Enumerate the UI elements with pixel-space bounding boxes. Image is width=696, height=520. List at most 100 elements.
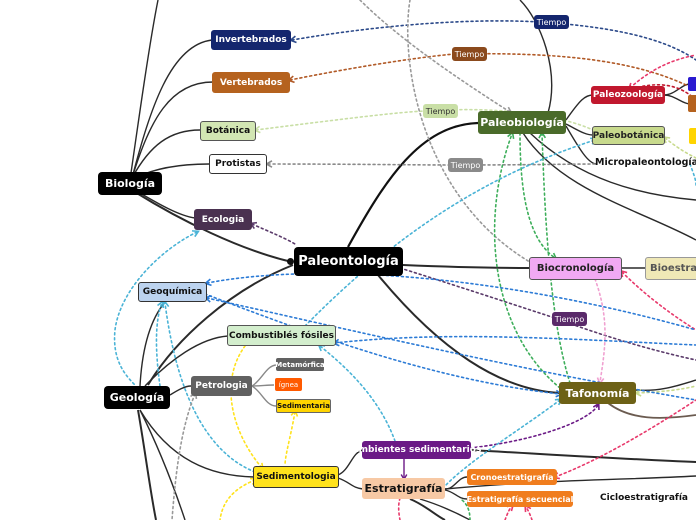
node-edge-stub-1 (688, 77, 696, 91)
edge-geologia-petrologia (169, 385, 192, 396)
node-estratigrafia-secuencial[interactable]: Estratigrafía secuencial (467, 491, 573, 507)
edge-label-tiempo: Tiempo (448, 158, 483, 172)
rel-top-paleobiologia (359, 0, 513, 114)
node-invertebrados[interactable]: Invertebrados (211, 30, 291, 50)
edge-geologia-combustibles (144, 335, 229, 387)
node-biocronologia[interactable]: Biocronología (529, 257, 622, 280)
edge-paleobiologia-top (519, 0, 553, 114)
rel-paleontologia-tafonomia-tiempo (399, 267, 696, 361)
node-biologia[interactable]: Biología (98, 172, 162, 195)
rel-biocronologia-tafonomia (594, 278, 606, 386)
rel-geoquimica-right (203, 272, 696, 331)
node-ignea[interactable]: ígnea (275, 378, 302, 391)
edge-ambientes-right (469, 449, 696, 463)
edge-estratigrafia-bottom (409, 498, 446, 520)
edge-biologia-vertebrados (131, 81, 214, 179)
node-geoquimica[interactable]: Geoquímica (138, 282, 207, 302)
rel-protistas-micropaleo (264, 160, 596, 168)
edge-petrologia-metamorfica (251, 364, 277, 387)
edge-petrologia-ignea (251, 384, 275, 387)
node-petrologia[interactable]: Petrologia (191, 376, 252, 396)
edge-geologia-sedimentologia (139, 409, 255, 478)
node-botanica[interactable]: Botánica (200, 121, 256, 141)
rel-estratigrafia-bottom-pink-2 (504, 503, 515, 520)
edge-tafonomia-right-2 (635, 379, 696, 392)
rel-combustibles-sedimentologia (230, 345, 265, 471)
edge-biologia-top (129, 0, 159, 181)
rel-invertebrados-tiempo (288, 20, 696, 61)
rel-sedimentologia-bottom (219, 477, 258, 520)
edge-paleobiologia-paleozoologia (565, 94, 594, 121)
edge-estratigrafia-secuencial (444, 489, 468, 500)
node-edge-stub-3 (689, 128, 696, 144)
edge-estratigrafia-right (444, 475, 696, 490)
rel-estratigrafia-bottom-green (461, 499, 471, 520)
node-cicloestratigrafia[interactable]: Cicloestratigrafía (600, 493, 688, 503)
edge-sedimentologia-ambientes (337, 449, 364, 476)
edge-tafonomia-right (607, 402, 696, 419)
edge-paleobiologia-right (522, 132, 696, 241)
node-estratigrafia[interactable]: Estratigrafía (362, 478, 445, 499)
node-micropaleontologia[interactable]: Micropaleontología (595, 157, 696, 168)
node-paleobotanica[interactable]: Paleobotánica (592, 126, 665, 145)
edge-label-tiempo: Tiempo (423, 104, 458, 118)
rel-tafonomia-paleobiologia (493, 130, 561, 389)
edge-geologia-bottom-2 (139, 409, 186, 520)
rel-biocronologia-right (619, 269, 696, 331)
edge-geologia-bottom (137, 409, 157, 520)
edge-paleobiologia-paleobotanica (565, 123, 594, 136)
rel-geologia-geoquimica (155, 300, 165, 387)
rel-petrologia-bottom (171, 391, 198, 520)
node-sedimentologia[interactable]: Sedimentologia (253, 466, 339, 488)
rel-tafonomia-paleobiologia-2 (538, 130, 571, 384)
rel-sedimentologia-geoquimica (161, 299, 256, 473)
node-bioestratigrafia[interactable]: Bioestra (645, 257, 696, 280)
edge-biologia-paleontologia (134, 191, 293, 263)
edge-sedimentologia-estratigrafia (337, 477, 364, 490)
rel-sedimentaria-sedimentologia (284, 408, 299, 467)
rel-ambientes-combustibles (317, 343, 396, 442)
node-tafonomia[interactable]: Tafonomía (559, 382, 636, 404)
rel-combustibles-paleobotanica (304, 137, 599, 327)
rel-paleozoologia-right (627, 54, 696, 91)
node-protistas[interactable]: Protistas (209, 154, 267, 174)
node-paleontologia[interactable]: Paleontología (294, 247, 403, 276)
edge-paleozoologia-right-2 (663, 94, 691, 105)
connector-dot (287, 258, 294, 265)
edge-paleontologia-paleobiologia (347, 121, 479, 248)
edge-petrologia-sedimentaria (251, 385, 277, 407)
node-vertebrados[interactable]: Vertebrados (212, 72, 290, 93)
edge-paleobiologia-right-2 (529, 132, 696, 201)
node-ambientes-sedimentarios[interactable]: Ambientes sedimentarios (352, 441, 481, 459)
node-geologia[interactable]: Geología (104, 386, 170, 409)
node-edge-stub-2 (688, 95, 696, 112)
rel-paleobiologia-biocronologia (519, 132, 558, 260)
node-cronoestratigrafia[interactable]: Cronoestratigrafía (467, 469, 557, 485)
edge-biologia-invertebrados (131, 39, 213, 179)
rel-ecologia-paleontologia (249, 221, 296, 245)
rel-ecologia-geologia (113, 230, 200, 386)
edge-estratigrafia-bottom-2 (419, 498, 471, 520)
edge-geologia-geoquimica (139, 301, 166, 387)
rel-tafonomia-right-green (633, 385, 696, 397)
rel-estratigrafia-bottom-pink-3 (524, 504, 533, 520)
node-ecologia[interactable]: Ecologia (194, 209, 252, 230)
edge-label-tiempo: Tiempo (552, 312, 587, 326)
rel-paleobotanica-right (662, 135, 696, 159)
node-combustibles-fosiles[interactable]: Combustiblés fósiles (227, 325, 336, 346)
rel-ambientes-tafonomia (469, 402, 600, 449)
node-paleobiologia[interactable]: Paleobiología (478, 111, 566, 134)
node-paleozoologia[interactable]: Paleozoología (591, 86, 665, 104)
rel-geoquimica-tafonomia (204, 293, 564, 398)
edge-paleontologia-biocronologia (402, 264, 531, 269)
rel-tafonomia-estratigrafia (444, 398, 563, 487)
edge-biologia-botanica (131, 129, 201, 179)
node-metamorfica[interactable]: Metamórfica (275, 358, 325, 371)
edge-paleontologia-tafonomia (377, 274, 561, 394)
rel-cronoestratigrafia-right (551, 399, 696, 480)
node-sedimentaria[interactable]: Sedimentaria (276, 399, 331, 413)
edge-label-tiempo: Tiempo (534, 15, 569, 29)
edge-label-tiempo: Tiempo (452, 47, 487, 61)
